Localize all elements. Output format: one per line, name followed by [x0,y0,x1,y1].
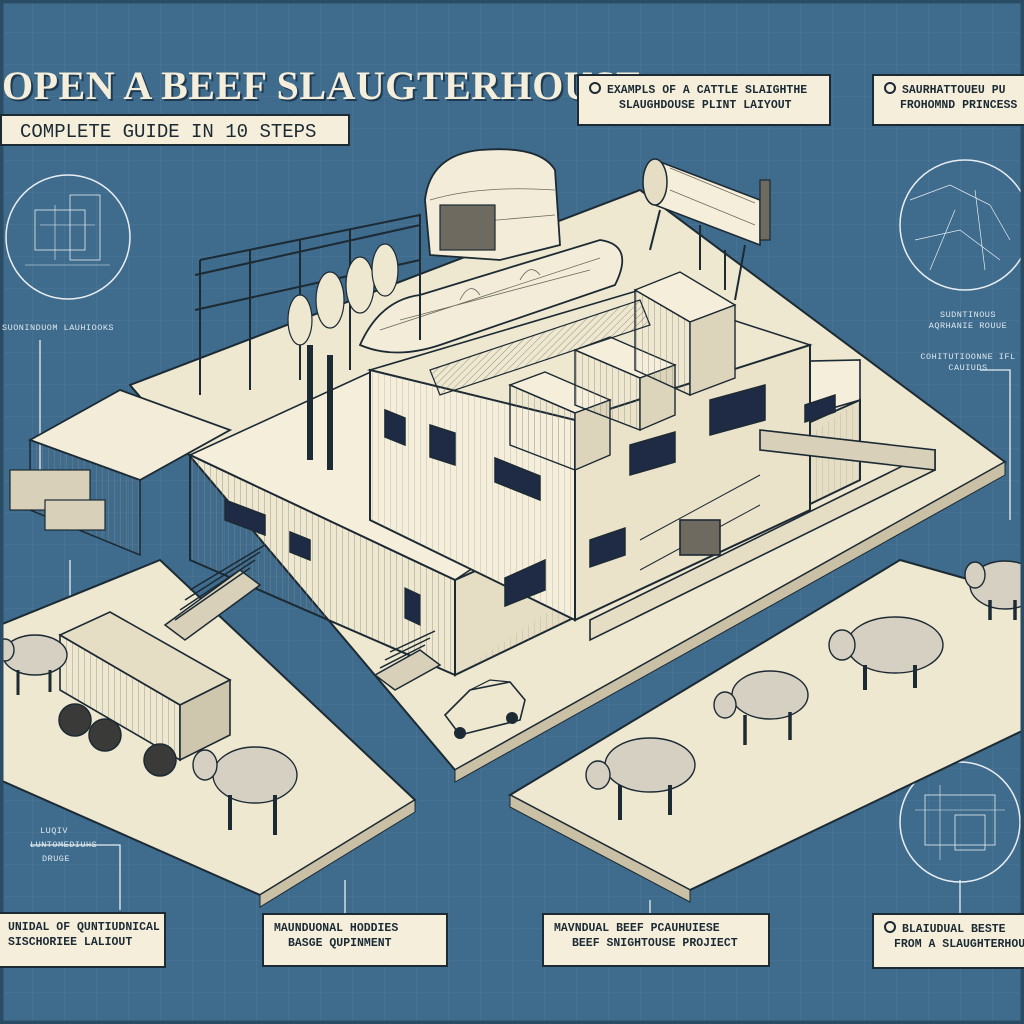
callout-line: EXAMPLS OF A CATTLE SLAIGHTHE [607,84,808,97]
livestock-truck [58,611,232,777]
callout-line: FROM A SLAUGHTERHOUSE [894,938,1024,951]
callout-line: SLAUGHDOUSE PLINT LAIYOUT [619,99,792,112]
callout-line: SISCHORIEE LALIOUT [8,936,133,949]
callout-line: UNIDAL OF QUNTIUDNICAL [8,921,160,934]
callout-frohomnd-princess: SAURHATTOUEU PU FROHOMND PRINCESS [872,74,1024,126]
callout-plant-layout: EXAMPLS OF A CATTLE SLAIGHTHE SLAUGHDOUS… [577,74,831,126]
callout-line: BEEF SNIGHTOUSE PROJIECT [572,937,738,950]
note-left-low-3: DRUGE [42,854,71,864]
bullet-icon [589,82,601,94]
cow-2 [192,746,298,835]
note-right-mid-2: COHITUTIOONNE IFL CAUIUDS [920,352,1016,373]
bullet-icon [884,921,896,933]
callout-line: FROHOMND PRINCESS [900,99,1018,112]
callout-line: BASGE QUPINMENT [288,937,392,950]
note-right-mid-1: SUDNTINOUS AQRHANIE ROUUE [928,310,1008,331]
carcass-rail-frame [194,213,421,470]
cow-5 [828,616,944,690]
page-title: OPEN A BEEF SLAUGTERHOUSE [2,63,644,108]
bullet-icon [884,82,896,94]
cow-3 [585,737,696,820]
water-tank [642,158,771,301]
callout-basge-qupinment: MAUNDUONAL HODDIES BASGE QUPINMENT [262,913,448,967]
storage-shed [9,389,233,557]
blueprint-circle-top-right [899,159,1024,291]
cooling-units [508,271,737,472]
processing-corridor [358,148,651,396]
callout-beef-project: MAVNDUAL BEEF PCAUHUIESE BEEF SNIGHTOUSE… [542,913,770,967]
callout-line: BLAIUDUAL BESTE [902,923,1006,936]
note-left-low-2: LUNTOMEDIUHS [30,840,98,850]
callout-from-slaughterhouse: BLAIUDUAL BESTE FROM A SLAUGHTERHOUSE [872,913,1024,969]
page-subtitle: COMPLETE GUIDE IN 10 STEPS [0,114,350,146]
note-left-mid: SUONINDUOM LAUHIOOKS [2,323,115,333]
callout-line: SAURHATTOUEU PU [902,84,1006,97]
parked-car [443,679,526,739]
blueprint-circle-top-left [5,174,131,300]
cow-6 [964,560,1024,620]
cattle-herd [0,560,1024,835]
callout-quntiudnical-layout: UNIDAL OF QUNTIUDNICAL SISCHORIEE LALIOU… [0,912,166,968]
callout-line: MAUNDUONAL HODDIES [274,922,399,935]
exterior-stairs [163,544,442,691]
callout-line: MAVNDUAL BEEF PCAUHUIESE [554,922,720,935]
leader-lines [30,340,1011,915]
cow-4 [713,670,809,745]
note-left-low-1: LUQIV [40,826,69,836]
holding-pens [589,429,936,642]
